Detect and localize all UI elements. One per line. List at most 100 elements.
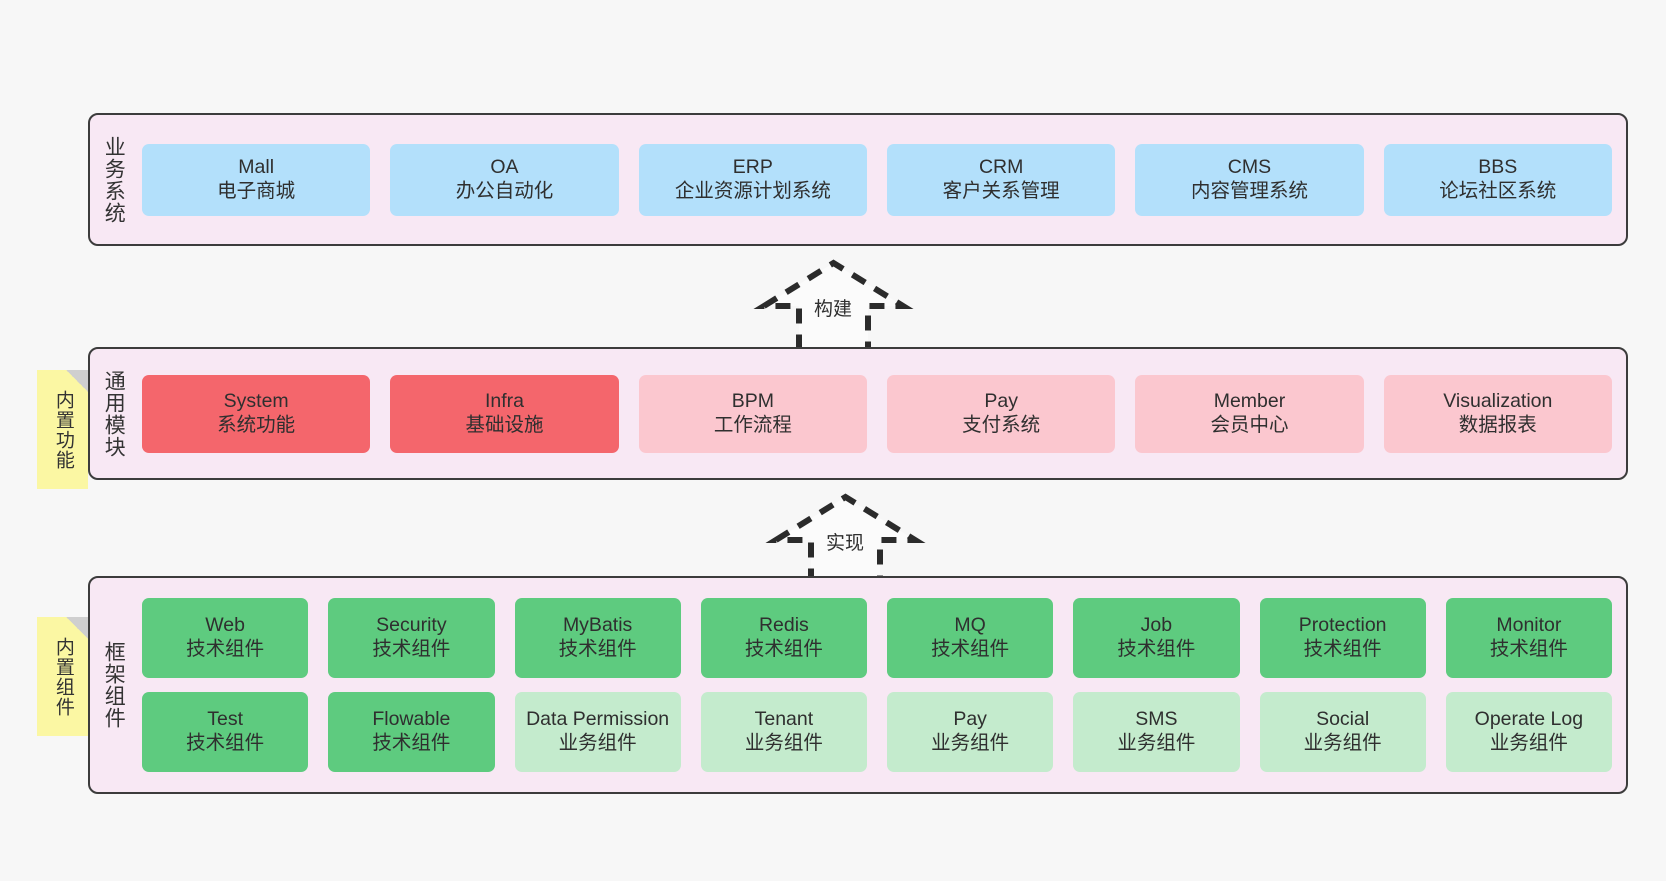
card-title: Operate Log [1474, 708, 1584, 731]
card-title: Data Permission [526, 708, 670, 731]
card-title: CMS [1227, 155, 1272, 178]
card-subtitle: 系统功能 [217, 413, 296, 436]
card-title: Tenant [754, 708, 814, 731]
framework-card-job[interactable]: Job 技术组件 [1073, 598, 1240, 678]
note-label: 内置功能 [52, 389, 74, 470]
card-title: Monitor [1496, 614, 1562, 637]
layer-framework-components: 框架组件 Web 技术组件 Security 技术组件 MyBatis 技术组件… [88, 576, 1628, 794]
layer-framework-body: Web 技术组件 Security 技术组件 MyBatis 技术组件 Redi… [136, 578, 1626, 792]
card-subtitle: 业务组件 [558, 732, 637, 754]
card-subtitle: 论坛社区系统 [1439, 179, 1557, 202]
module-card-system[interactable]: System 系统功能 [142, 374, 371, 453]
card-subtitle: 业务组件 [744, 732, 823, 754]
layer-common-modules: 通用模块 System 系统功能 Infra 基础设施 BPM 工作流程 Pay… [88, 347, 1628, 480]
layer-business-systems: 业务系统 Mall 电子商城 OA 办公自动化 ERP 企业资源计划系统 CRM… [88, 113, 1628, 246]
arrow-implement-label: 实现 [826, 533, 865, 554]
framework-card-test[interactable]: Test 技术组件 [142, 692, 309, 772]
module-card-pay[interactable]: Pay 支付系统 [886, 374, 1116, 453]
card-title: OA [490, 155, 519, 178]
card-subtitle: 技术组件 [1489, 638, 1568, 660]
card-subtitle: 客户关系管理 [942, 179, 1060, 202]
framework-card-web[interactable]: Web 技术组件 [142, 598, 309, 678]
card-subtitle: 内容管理系统 [1190, 179, 1308, 202]
card-subtitle: 基础设施 [465, 413, 544, 436]
card-subtitle: 电子商城 [217, 179, 296, 202]
module-card-visualization[interactable]: Visualization 数据报表 [1383, 374, 1612, 453]
framework-card-flowable[interactable]: Flowable 技术组件 [328, 692, 495, 772]
card-subtitle: 技术组件 [744, 638, 823, 660]
card-subtitle: 技术组件 [186, 732, 265, 754]
arrow-implement: 实现 [765, 492, 926, 587]
business-row: Mall 电子商城 OA 办公自动化 ERP 企业资源计划系统 CRM 客户关系… [142, 143, 1612, 216]
card-subtitle: 技术组件 [931, 638, 1010, 660]
card-title: Job [1140, 614, 1173, 637]
card-title: Web [205, 614, 245, 637]
card-title: Social [1316, 708, 1370, 731]
card-title: MyBatis [562, 614, 633, 637]
note-builtin-features: 内置功能 [37, 370, 88, 489]
framework-card-mybatis[interactable]: MyBatis 技术组件 [514, 598, 681, 678]
arrow-build-label: 构建 [814, 299, 853, 320]
card-title: Pay [953, 708, 987, 731]
card-subtitle: 技术组件 [186, 638, 265, 660]
card-title: BBS [1478, 155, 1518, 178]
framework-card-data-permission[interactable]: Data Permission 业务组件 [514, 692, 681, 772]
card-title: CRM [978, 155, 1024, 178]
card-title: Security [376, 614, 447, 637]
card-subtitle: 技术组件 [372, 732, 451, 754]
framework-card-mq[interactable]: MQ 技术组件 [887, 598, 1054, 678]
module-card-bpm[interactable]: BPM 工作流程 [638, 374, 867, 453]
card-title: Pay [984, 389, 1018, 412]
card-title: Infra [484, 389, 524, 412]
card-title: Visualization [1443, 389, 1553, 412]
card-subtitle: 业务组件 [1489, 732, 1568, 754]
framework-card-operate-log[interactable]: Operate Log 业务组件 [1445, 692, 1612, 772]
framework-card-sms[interactable]: SMS 业务组件 [1073, 692, 1240, 772]
card-subtitle: 技术组件 [1117, 638, 1196, 660]
note-builtin-components: 内置组件 [37, 617, 88, 736]
framework-card-pay[interactable]: Pay 业务组件 [887, 692, 1054, 772]
card-title: Protection [1298, 614, 1387, 637]
framework-card-redis[interactable]: Redis 技术组件 [700, 598, 867, 678]
card-subtitle: 工作流程 [713, 413, 792, 436]
business-card-erp[interactable]: ERP 企业资源计划系统 [638, 143, 867, 216]
card-subtitle: 技术组件 [372, 638, 451, 660]
business-card-mall[interactable]: Mall 电子商城 [142, 143, 371, 216]
card-subtitle: 业务组件 [931, 732, 1010, 754]
card-subtitle: 业务组件 [1303, 732, 1382, 754]
card-title: Mall [238, 155, 275, 178]
card-title: System [223, 389, 289, 412]
framework-card-security[interactable]: Security 技术组件 [328, 598, 495, 678]
note-label: 内置组件 [52, 636, 74, 717]
framework-card-monitor[interactable]: Monitor 技术组件 [1445, 598, 1612, 678]
business-card-bbs[interactable]: BBS 论坛社区系统 [1383, 143, 1612, 216]
arrow-build: 构建 [753, 258, 914, 353]
business-card-cms[interactable]: CMS 内容管理系统 [1135, 143, 1364, 216]
card-title: Test [207, 708, 243, 731]
business-card-oa[interactable]: OA 办公自动化 [390, 143, 619, 216]
card-subtitle: 业务组件 [1117, 732, 1196, 754]
folded-corner-icon [66, 617, 88, 639]
modules-row: System 系统功能 Infra 基础设施 BPM 工作流程 Pay 支付系统… [142, 374, 1612, 453]
card-subtitle: 企业资源计划系统 [674, 179, 831, 202]
module-card-member[interactable]: Member 会员中心 [1135, 374, 1364, 453]
module-card-infra[interactable]: Infra 基础设施 [390, 374, 619, 453]
framework-row-tech: Web 技术组件 Security 技术组件 MyBatis 技术组件 Redi… [142, 598, 1612, 678]
card-subtitle: 技术组件 [558, 638, 637, 660]
business-card-crm[interactable]: CRM 客户关系管理 [886, 143, 1116, 216]
framework-card-tenant[interactable]: Tenant 业务组件 [700, 692, 867, 772]
layer-framework-title: 框架组件 [102, 641, 126, 729]
card-subtitle: 技术组件 [1303, 638, 1382, 660]
card-title: MQ [954, 614, 986, 637]
layer-business-body: Mall 电子商城 OA 办公自动化 ERP 企业资源计划系统 CRM 客户关系… [136, 115, 1626, 244]
card-title: Member [1213, 389, 1286, 412]
layer-business-title: 业务系统 [102, 135, 126, 224]
layer-modules-body: System 系统功能 Infra 基础设施 BPM 工作流程 Pay 支付系统… [136, 349, 1626, 478]
framework-card-social[interactable]: Social 业务组件 [1259, 692, 1426, 772]
card-title: Redis [758, 614, 809, 637]
card-subtitle: 会员中心 [1210, 413, 1289, 436]
folded-corner-icon [66, 370, 88, 392]
layer-modules-title: 通用模块 [102, 369, 126, 458]
framework-card-protection[interactable]: Protection 技术组件 [1259, 598, 1426, 678]
